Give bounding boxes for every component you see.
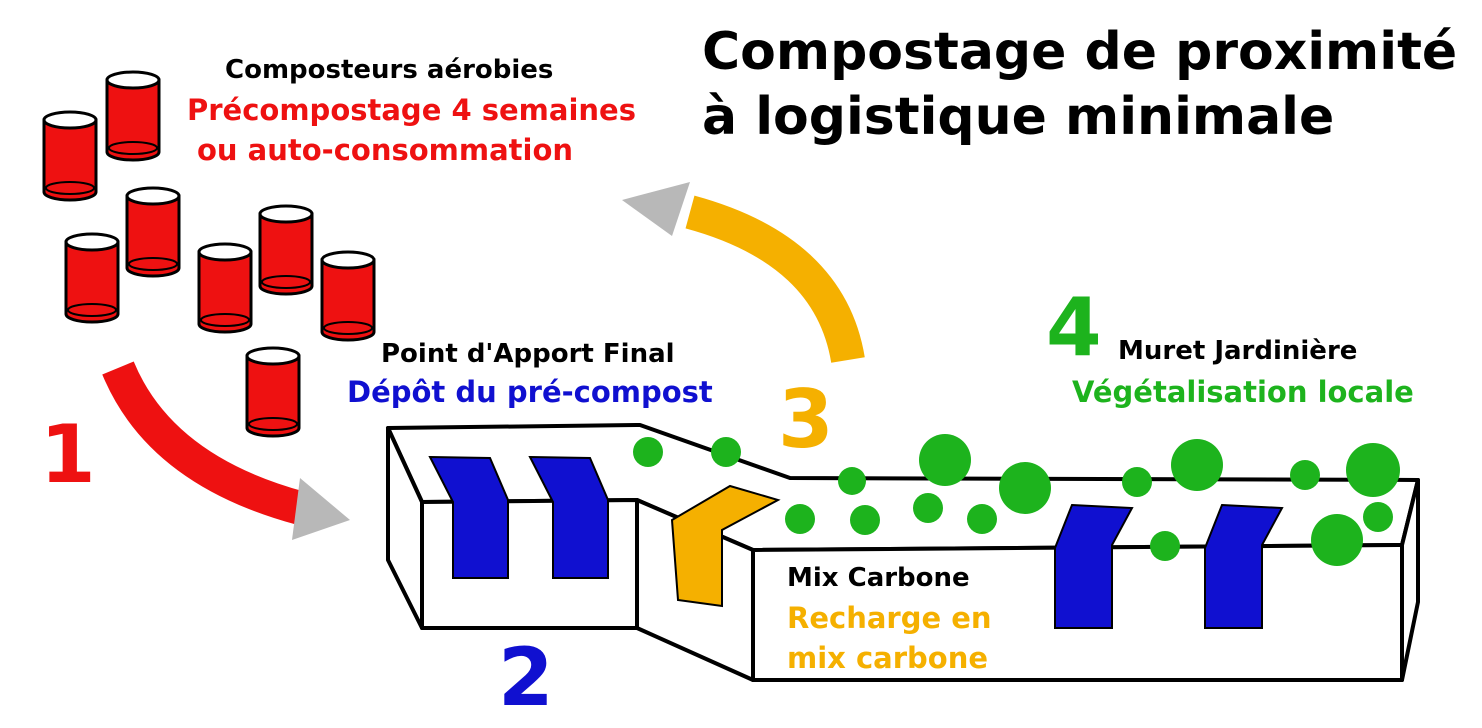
composter-bin: [64, 232, 120, 324]
composter-bin: [125, 186, 181, 278]
plant-circle: [850, 505, 880, 535]
deposit-bin-2: [528, 455, 609, 579]
drop-point-heading: Point d'Apport Final: [381, 339, 675, 369]
step-number-3: 3: [778, 373, 834, 466]
plant-circle: [919, 434, 971, 486]
arrow-1-head: [292, 478, 350, 540]
plant-circle: [1363, 502, 1393, 532]
deposit-bin-1: [428, 455, 509, 579]
plant-circle: [633, 437, 663, 467]
vegetation: [633, 434, 1400, 566]
carbon-mix-detail-1: Recharge en: [787, 601, 992, 635]
composters-heading: Composteurs aérobies: [225, 55, 554, 85]
composter-bin: [42, 110, 98, 202]
plant-circle: [1290, 460, 1320, 490]
deposit-bins-blue: [428, 455, 1284, 629]
step-number-4: 4: [1046, 281, 1102, 374]
planter-bin-2: [1204, 503, 1284, 629]
carbon-mix-detail-2: mix carbone: [787, 641, 989, 675]
plant-circle: [1122, 467, 1152, 497]
drop-point-detail: Dépôt du pré-compost: [347, 375, 713, 409]
composter-bin: [245, 346, 301, 438]
composter-bin: [258, 204, 314, 296]
plant-circle: [711, 437, 741, 467]
planter-wall-detail: Végétalisation locale: [1072, 375, 1414, 409]
arrow-1-red: [102, 361, 350, 540]
composter-bin: [105, 70, 161, 162]
plant-circle: [913, 493, 943, 523]
plant-circle: [1171, 439, 1223, 491]
carbon-bin-orange: [670, 484, 781, 608]
title-line-2: à logistique minimale: [702, 87, 1335, 147]
plant-circle: [999, 462, 1051, 514]
plant-circle: [1311, 514, 1363, 566]
plant-circle: [785, 504, 815, 534]
plant-circle: [967, 504, 997, 534]
composter-bin: [197, 242, 253, 334]
composter-bin: [320, 250, 376, 342]
carbon-mix-heading: Mix Carbone: [787, 563, 970, 593]
title-line-1: Compostage de proximité: [702, 22, 1458, 82]
planter-bin-1: [1054, 503, 1134, 629]
page-title: Compostage de proximité à logistique min…: [702, 20, 1457, 150]
composters-detail-2: ou auto-consommation: [197, 133, 574, 167]
arrow-3-head: [622, 182, 690, 236]
composter-bins: [42, 70, 376, 438]
plant-circle: [1346, 443, 1400, 497]
step-number-2: 2: [498, 631, 554, 724]
plant-circle: [838, 467, 866, 495]
composters-detail-1: Précompostage 4 semaines: [187, 93, 636, 127]
step-number-1: 1: [40, 408, 96, 501]
planter-wall-heading: Muret Jardinière: [1118, 336, 1358, 366]
arrow-3-orange: [622, 182, 865, 364]
plant-circle: [1150, 531, 1180, 561]
